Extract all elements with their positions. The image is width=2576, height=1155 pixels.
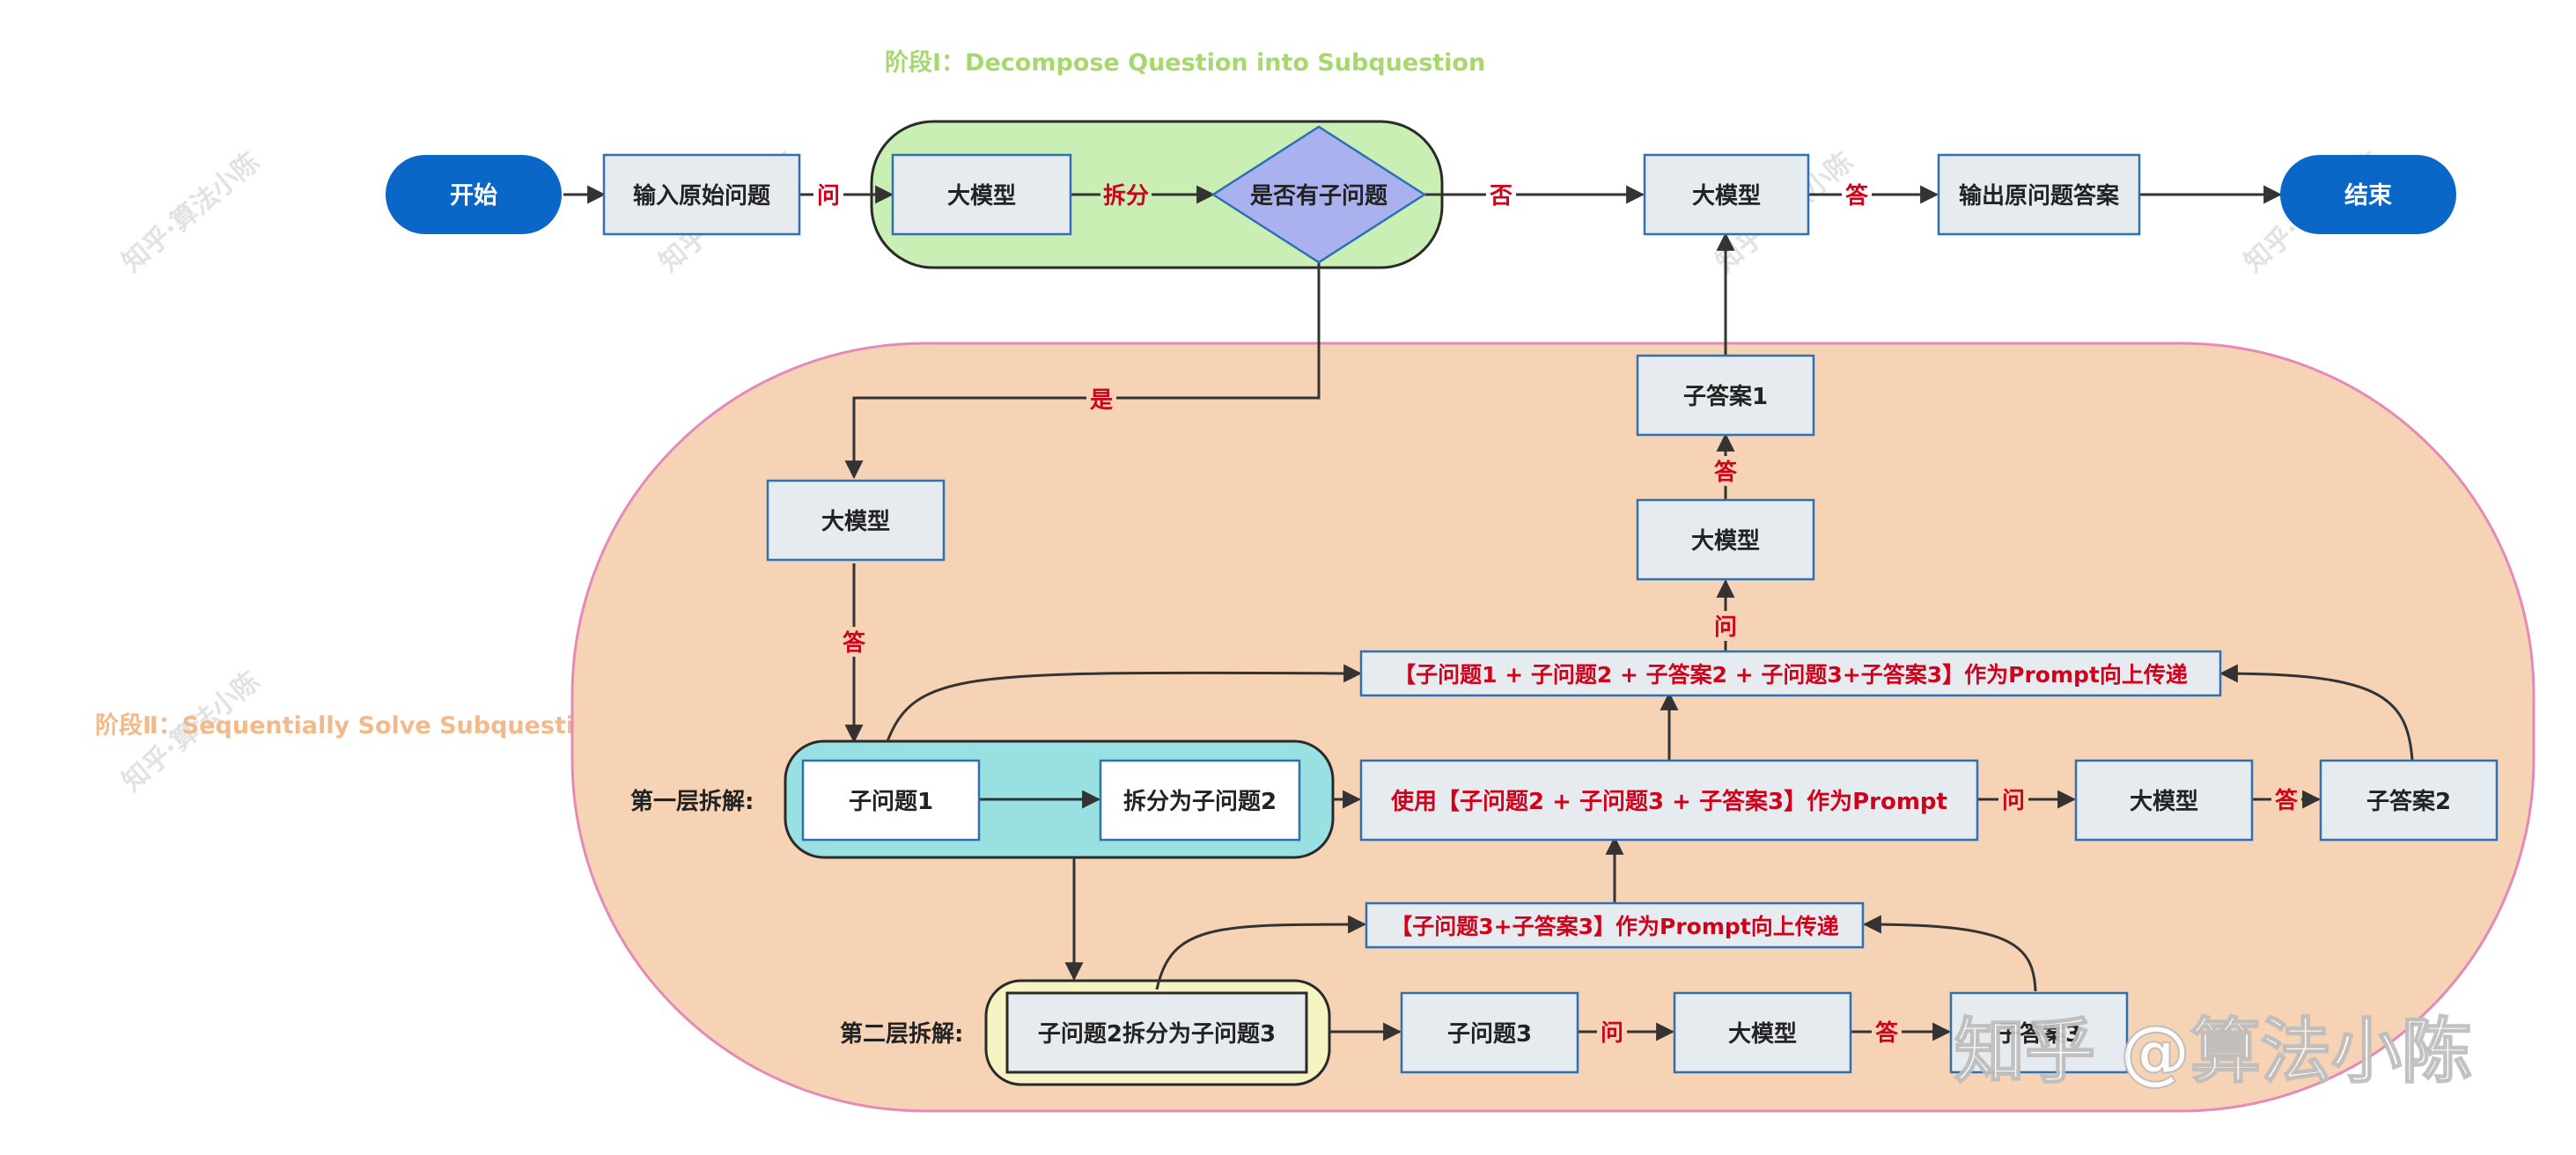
edge-label-answer: 答 (1845, 182, 1869, 210)
edge-label-ask: 问 (817, 183, 840, 210)
node-labels: 输入原始问题 大模型 是否有子问题 大模型 输出原问题答案 子答案1 大模型 大… (633, 182, 2451, 1048)
llm-stage2-label: 大模型 (821, 509, 890, 535)
stage2-title: 阶段Ⅱ：Sequentially Solve Subquestion (95, 712, 607, 739)
use-prompt2-box (1359, 759, 1979, 842)
subq1-label: 子问题1 (849, 789, 933, 815)
edge-subans2-prompt1 (2219, 664, 2414, 761)
subq1-box (801, 759, 981, 842)
sub-answer3-label: 子答案3 (1997, 1020, 2081, 1048)
edge-label-answer: 答 (1714, 459, 1738, 486)
prompt-up3-label: 【子问题3+子答案3】作为Prompt向上传递 (1390, 914, 1838, 939)
subq2-split3-label: 子问题2拆分为子问题3 (1038, 1021, 1276, 1048)
has-subq-diamond (1211, 125, 1427, 264)
process-boxes (602, 153, 2499, 1074)
end-terminal (2280, 155, 2456, 234)
watermark-main: 知乎 @算法小陈 (1954, 1011, 2472, 1092)
llm-sub1-box (1636, 498, 1815, 581)
subq3-box (1400, 991, 1579, 1074)
use-prompt2-label: 使用【子问题2 + 子问题3 + 子答案3】作为Prompt (1390, 788, 1947, 815)
sub-answer2-box (2319, 759, 2499, 842)
edge-label-no: 否 (1490, 183, 1512, 210)
edge-label-yes: 是 (1090, 387, 1113, 414)
output-answer-label: 输出原问题答案 (1959, 182, 2120, 210)
edge-layer2-prompt3 (1155, 915, 1367, 990)
edge-label-answer: 答 (2275, 787, 2299, 814)
stage2-container (570, 342, 2536, 1113)
llm-decompose-box (891, 153, 1072, 236)
watermark-small: 知乎·算法小陈 (117, 146, 266, 278)
edge-label-ask: 问 (1714, 614, 1737, 641)
edge-label-answer: 答 (843, 629, 866, 657)
prompt-up3-box (1365, 901, 1865, 949)
llm-final-label: 大模型 (1692, 183, 1761, 210)
white-boxes (801, 759, 1301, 842)
edge-label-answer: 答 (1875, 1019, 1899, 1047)
has-subq-label: 是否有子问题 (1250, 183, 1387, 210)
sub-answer3-box (1949, 991, 2129, 1074)
llm-sub3-box (1673, 991, 1852, 1074)
subq2-split3-box (1005, 991, 1308, 1074)
edge-label-ask: 问 (2002, 788, 2025, 814)
llm-decompose-label: 大模型 (947, 183, 1016, 210)
prompt-labels: 【子问题1 + 子问题2 + 子答案2 + 子问题3+子答案3】作为Prompt… (1390, 662, 2188, 939)
edge-label-ask: 问 (1601, 1020, 1623, 1047)
llm-sub2-box (2074, 759, 2254, 842)
stage1-title: 阶段Ⅰ：Decompose Question into Subquestion (885, 49, 1485, 77)
edge-labels: 问 拆分 否 答 是 答 答 问 问 答 问 答 (813, 180, 2301, 1047)
prompt-up1-label: 【子问题1 + 子问题2 + 子答案2 + 子问题3+子答案3】作为Prompt… (1394, 662, 2188, 688)
prompt-up1-box (1359, 650, 2222, 697)
edge-subans3-prompt3 (1862, 915, 2037, 992)
edge-subq1-prompt1 (886, 664, 1363, 742)
llm-stage2-box (766, 479, 946, 562)
edge-label-split: 拆分 (1103, 183, 1149, 210)
start-terminal (386, 155, 562, 234)
llm-final-box (1643, 153, 1810, 236)
end-label: 结束 (2344, 182, 2392, 210)
start-label: 开始 (450, 181, 497, 210)
layer1-label: 第一层拆解: (630, 788, 754, 815)
llm-sub2-label: 大模型 (2130, 789, 2198, 815)
input-question-box (602, 153, 801, 236)
sub-answer1-box (1636, 354, 1815, 437)
split-subq2-label: 拆分为子问题2 (1123, 789, 1277, 815)
sub-answer2-label: 子答案2 (2366, 788, 2451, 815)
input-question-label: 输入原始问题 (633, 182, 770, 210)
llm-sub1-label: 大模型 (1691, 528, 1760, 555)
layer2-label: 第二层拆解: (840, 1020, 963, 1048)
split-subq2-box (1099, 759, 1301, 842)
subq3-label: 子问题3 (1447, 1021, 1532, 1048)
sub-answer1-label: 子答案1 (1683, 383, 1768, 410)
llm-sub3-label: 大模型 (1728, 1021, 1797, 1048)
output-answer-box (1937, 153, 2141, 236)
